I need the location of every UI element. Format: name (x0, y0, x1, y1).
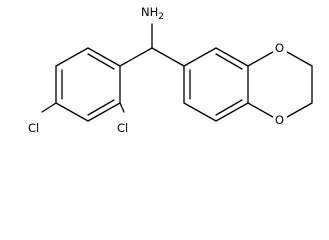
bond-ring-a-1 (87, 47, 121, 67)
chlorine-ortho-label: Cl (117, 121, 128, 135)
amine-label: NH2 (141, 5, 164, 22)
amine-label-background (139, 3, 165, 21)
bond-ring-b-4 (215, 102, 249, 122)
chlorine-ortho-label-background (116, 120, 134, 136)
bond-ch-to-ring-b (151, 47, 185, 67)
atom-label-layer: NH2 Cl Cl O O (27, 3, 287, 136)
bond-chlorine-ortho (119, 102, 125, 113)
bond-ring-b-1 (183, 47, 217, 67)
bond-ring-b-5 (183, 102, 217, 122)
oxygen-upper-label: O (275, 41, 284, 55)
bond-ring-b-double-2 (215, 99, 243, 116)
bond-layer (41, 23, 313, 122)
bond-chlorine-para (41, 102, 57, 113)
amine-label-main: NH (141, 5, 158, 19)
oxygen-lower-label: O (275, 113, 284, 127)
bond-ring-a-to-ch (119, 47, 153, 67)
chlorine-para-label-background (27, 120, 45, 136)
bond-ring-a-double-1 (87, 53, 115, 70)
bond-ring-a-4 (55, 102, 89, 122)
bond-ring-b-2 (215, 47, 249, 67)
oxygen-lower-label-background (273, 112, 287, 128)
bond-ring-b-double-1 (215, 53, 243, 70)
structure-diagram: NH2 Cl Cl O O (27, 3, 313, 136)
oxygen-upper-label-background (273, 40, 287, 56)
bond-ring-a-double-3 (87, 99, 115, 116)
amine-label-subscript: 2 (158, 12, 164, 22)
chlorine-para-label: Cl (28, 121, 39, 135)
bond-ring-a-5 (87, 102, 121, 122)
bond-ring-a-2 (55, 47, 89, 67)
